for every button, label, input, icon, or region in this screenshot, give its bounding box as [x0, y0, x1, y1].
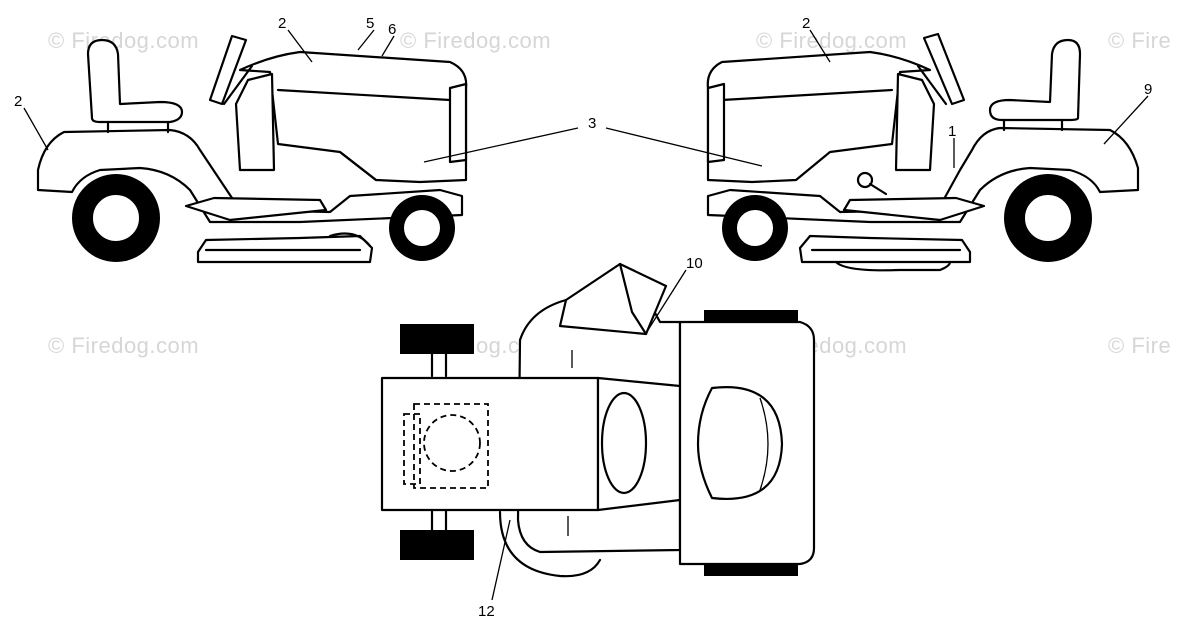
callout-10: 10	[686, 255, 703, 272]
tractor-top-view	[380, 262, 816, 578]
callout-5: 5	[366, 15, 374, 32]
callout-9: 9	[1144, 81, 1152, 98]
watermark: © Fire	[1108, 333, 1172, 358]
callout-2-left-fender: 2	[14, 93, 22, 110]
watermark: © Firedog.com	[400, 28, 552, 53]
callout-2-right-hood: 2	[802, 15, 810, 32]
callout-12: 12	[478, 603, 495, 620]
watermark: © Fire	[1108, 28, 1172, 53]
callout-1: 1	[948, 123, 956, 140]
tractor-right-side-view	[706, 32, 1140, 272]
watermark: © Firedog.com	[756, 28, 908, 53]
tractor-left-side-view	[36, 34, 468, 264]
callout-3: 3	[588, 115, 596, 132]
watermark: © Firedog.com	[48, 333, 200, 358]
watermark: © Firedog.com	[48, 28, 200, 53]
leader-lines	[23, 29, 1149, 601]
callout-2-left-hood: 2	[278, 15, 286, 32]
callout-6: 6	[388, 21, 396, 38]
